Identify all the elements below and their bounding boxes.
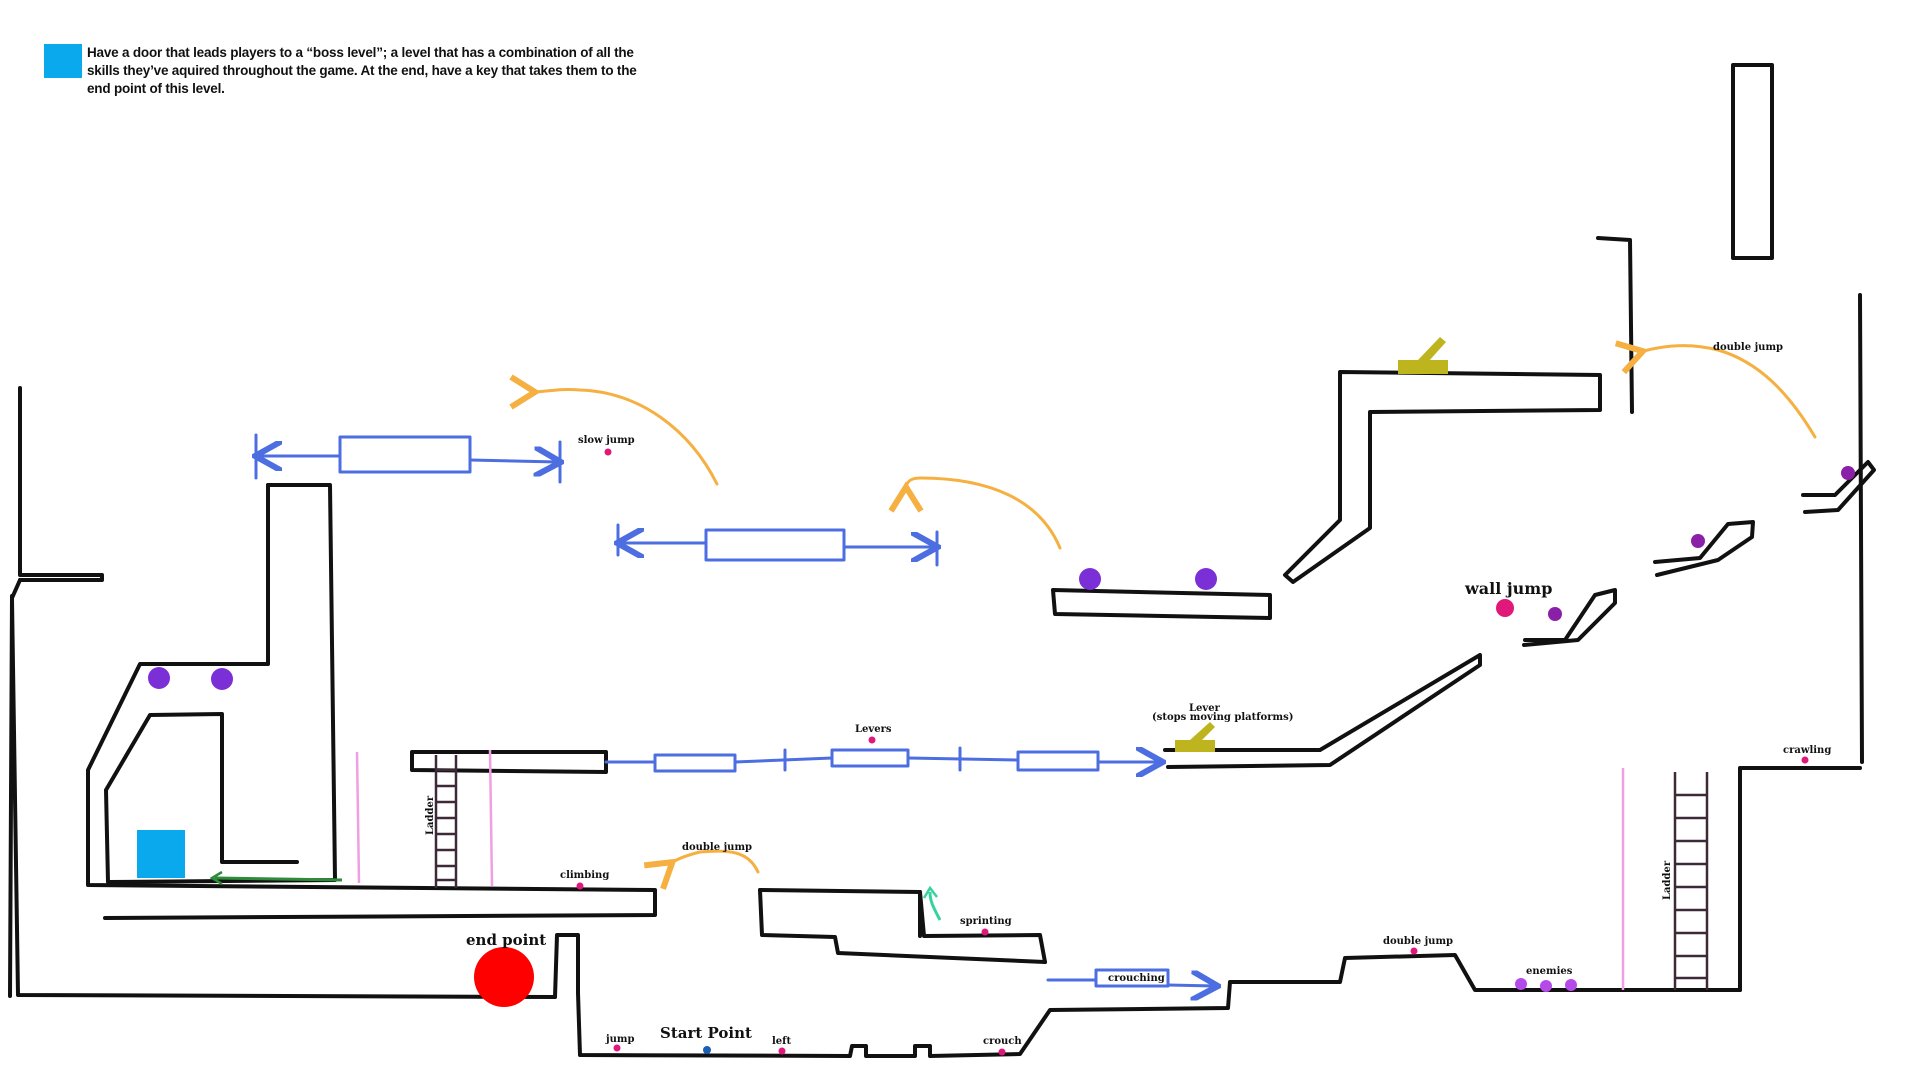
skill-markers <box>576 448 1809 1056</box>
jump-arcs <box>509 340 1817 890</box>
lever-icon-top <box>1398 337 1448 374</box>
barriers <box>355 749 1625 990</box>
label-lever-note: (stops moving platforms) <box>1152 712 1293 723</box>
green-arrow <box>209 870 343 886</box>
label-jump: jump <box>605 1034 634 1045</box>
label-crouching: crouching <box>1108 973 1165 984</box>
label-lever: Lever <box>1189 703 1221 714</box>
ladder-right <box>1673 772 1709 990</box>
label-ladder-left: Ladder <box>425 795 436 835</box>
label-left: left <box>772 1036 791 1047</box>
label-end-point: end point <box>466 931 546 949</box>
enemies <box>148 466 1855 992</box>
label-slow-jump: slow jump <box>578 435 635 446</box>
label-wall-jump: wall jump <box>1464 579 1552 598</box>
label-levers: Levers <box>855 724 892 735</box>
label-crouch: crouch <box>983 1036 1022 1047</box>
moving-platform-top-left <box>256 433 560 484</box>
label-double-jump-bottom: double jump <box>1383 936 1453 947</box>
label-enemies: enemies <box>1526 966 1573 977</box>
boss-level-note: Have a door that leads players to a “bos… <box>87 45 637 96</box>
lever-icon-mid <box>1175 722 1215 752</box>
label-ladder-right: Ladder <box>1662 860 1673 900</box>
label-climbing: climbing <box>560 870 609 881</box>
end-point-marker <box>474 947 534 1007</box>
boss-door-legend-swatch <box>44 44 82 78</box>
terrain <box>8 63 1876 1058</box>
label-double-jump-mid: double jump <box>682 842 752 853</box>
start-point-marker <box>703 1046 711 1054</box>
label-crawling: crawling <box>1783 745 1831 756</box>
boss-door <box>137 830 185 878</box>
label-sprinting: sprinting <box>960 916 1012 927</box>
label-double-jump-top: double jump <box>1713 342 1783 353</box>
ladder-left <box>434 755 458 888</box>
sprinting-arrow <box>922 885 942 921</box>
moving-platform-crouching <box>1046 968 1215 986</box>
moving-platforms-lever-row <box>604 746 1160 771</box>
label-start-point: Start Point <box>660 1024 752 1042</box>
moving-platform-top-mid <box>618 523 937 567</box>
